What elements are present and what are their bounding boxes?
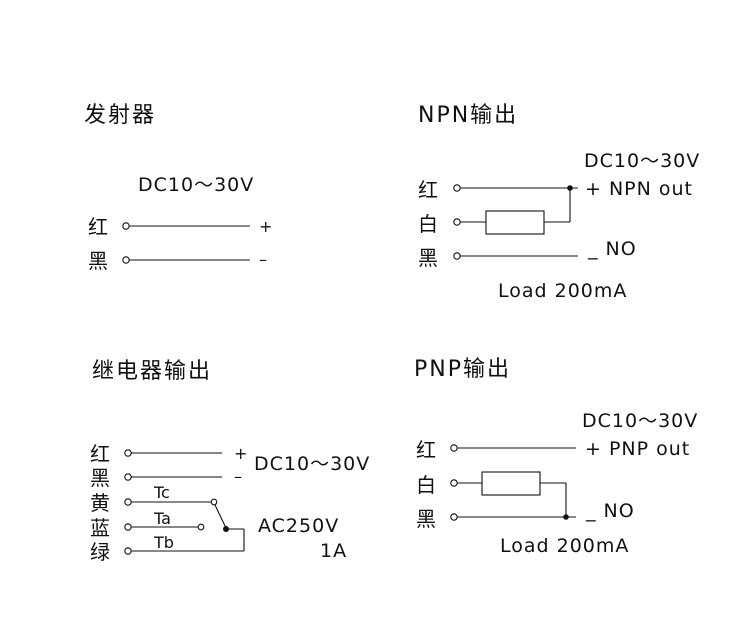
pnp-load-resistor (481, 471, 541, 496)
emitter-voltage: DC10～30V (138, 174, 254, 196)
relay-green-terminal (124, 547, 132, 555)
emitter-black-terminal (122, 256, 130, 264)
pnp-no-label: _ NO (585, 500, 635, 522)
relay-ta-label: Ta (153, 509, 171, 528)
pnp-load-label: Load 200mA (500, 535, 629, 557)
relay-title: 继电器输出 (92, 359, 212, 384)
pnp-wire-black-label: 黑 (416, 507, 436, 531)
npn-no-label: _ NO (587, 238, 637, 260)
relay-minus-label: – (234, 467, 242, 486)
relay-wire-blue-label: 蓝 (90, 516, 110, 540)
pnp-out-label: + PNP out (585, 438, 690, 460)
relay-tc-label: Tc (153, 483, 170, 502)
relay-switch-arm (214, 504, 227, 529)
npn-wire-red-label: 红 (418, 178, 438, 202)
npn-white-terminal (453, 218, 461, 226)
npn-wire-black-label: 黑 (418, 246, 438, 270)
relay-current-rating: 1A (320, 540, 347, 562)
npn-red-terminal (453, 184, 461, 192)
pnp-black-terminal (450, 513, 458, 521)
pnp-voltage: DC10～30V (582, 410, 698, 432)
pnp-red-terminal (450, 444, 458, 452)
emitter-title: 发射器 (84, 103, 156, 128)
npn-load-resistor (485, 210, 545, 235)
relay-tc-contact (210, 498, 218, 506)
pnp-wire-white-label: 白 (416, 473, 436, 497)
emitter-wire-black-label: 黑 (88, 249, 108, 273)
npn-panel: NPN输出 DC10～30V 红 + NPN out 白 黑 _ NO Load… (418, 103, 700, 302)
npn-out-label: + NPN out (585, 178, 693, 200)
pnp-junction-dot (563, 514, 569, 520)
emitter-red-terminal (122, 222, 130, 230)
npn-black-terminal (453, 252, 461, 260)
relay-panel: 继电器输出 红 + 黑 – DC10～30V 黄 Tc 蓝 Ta 绿 Tb AC… (90, 359, 370, 564)
relay-wire-black-label: 黑 (90, 466, 110, 490)
pnp-white-terminal (450, 479, 458, 487)
relay-yellow-terminal (124, 498, 132, 506)
npn-load-label: Load 200mA (498, 280, 627, 302)
relay-wire-red-label: 红 (90, 442, 110, 466)
relay-wire-green-label: 绿 (90, 540, 110, 564)
relay-ta-contact (197, 523, 205, 531)
relay-plus-label: + (234, 444, 247, 463)
emitter-wire-red-label: 红 (88, 215, 108, 239)
pnp-wire-red-label: 红 (416, 438, 436, 462)
relay-black-terminal (124, 473, 132, 481)
npn-voltage: DC10～30V (584, 150, 700, 172)
emitter-panel: 发射器 DC10～30V 红 + 黑 – (84, 103, 272, 273)
emitter-minus-label: – (259, 250, 267, 269)
emitter-plus-label: + (259, 217, 272, 236)
relay-dc-voltage: DC10～30V (254, 453, 370, 475)
relay-ac-rating: AC250V (258, 515, 339, 537)
relay-red-terminal (124, 449, 132, 457)
npn-title: NPN输出 (418, 103, 518, 128)
pnp-title: PNP输出 (414, 357, 511, 382)
npn-wire-white-label: 白 (418, 212, 438, 236)
relay-blue-terminal (124, 523, 132, 531)
relay-tb-label: Tb (153, 533, 174, 552)
pnp-panel: PNP输出 DC10～30V 红 + PNP out 白 黑 _ NO Load… (414, 357, 698, 557)
relay-wire-yellow-label: 黄 (90, 491, 110, 515)
